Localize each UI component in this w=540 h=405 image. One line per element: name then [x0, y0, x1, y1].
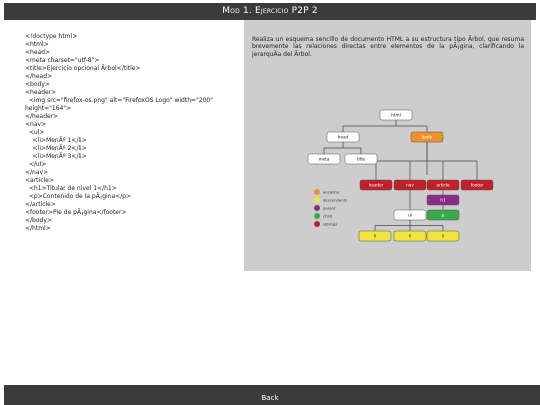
tree-node-header: header: [359, 179, 393, 191]
legend-item: siblings: [314, 221, 337, 227]
code-line: </nav>: [25, 169, 49, 176]
code-line: <html>: [25, 41, 49, 48]
tree-node-label: article: [436, 183, 450, 188]
code-line: <li>MenÃº 3</li>: [25, 153, 87, 160]
tree-node-article: article: [426, 179, 460, 191]
code-line: <article>: [25, 177, 54, 184]
back-button[interactable]: Back: [261, 394, 279, 402]
code-line: <body>: [25, 81, 50, 88]
code-line: <h1>Titular de nivel 1</h1>: [25, 185, 117, 192]
tree-node-label: ul: [408, 213, 412, 218]
code-line: <img src="firefox-os.png" alt="FirefoxOS…: [25, 97, 214, 104]
tree-node-li2: li: [393, 230, 427, 242]
tree-node-head: head: [326, 131, 360, 143]
legend-label: siblings: [323, 221, 337, 226]
code-line: </html>: [25, 225, 51, 232]
tree-node-nav: nav: [393, 179, 427, 191]
tree-node-label: html: [391, 113, 401, 118]
code-line: <header>: [25, 89, 57, 96]
tree-node-li1: li: [358, 230, 392, 242]
tree-node-li3: li: [426, 230, 460, 242]
tree-node-title: title: [344, 153, 378, 165]
legend-swatch: [314, 221, 320, 227]
code-line: </ul>: [25, 161, 47, 168]
legend-swatch: [314, 205, 320, 211]
code-line: <p>Contenido de la pÃ¡gina</p>: [25, 193, 132, 200]
tree-node-p: p: [426, 209, 460, 221]
legend-item: child: [314, 213, 333, 219]
code-line: </header>: [25, 113, 59, 120]
tree-node-label: li: [442, 234, 444, 239]
tree-node-label: title: [357, 157, 366, 162]
tree-node-label: body: [422, 135, 433, 140]
legend-item: parent: [314, 205, 336, 211]
code-line: <head>: [25, 49, 51, 56]
code-line: <ul>: [25, 129, 45, 136]
tree-node-label: li: [409, 234, 411, 239]
tree-node-label: header: [369, 183, 384, 188]
tree-node-label: p: [442, 213, 445, 218]
legend-label: ancestor: [323, 189, 340, 194]
tree-node-label: li: [374, 234, 376, 239]
legend-item: ancestor: [314, 189, 340, 195]
legend-label: descendants: [323, 197, 347, 202]
code-line: <footer>Pie de pÃ¡gina</footer>: [25, 209, 127, 216]
code-line: <meta charset="utf-8">: [25, 57, 100, 64]
bottom-bar: [4, 385, 540, 405]
legend-swatch: [314, 189, 320, 195]
code-line: </body>: [25, 217, 52, 224]
title-prefix: Mod: [222, 6, 240, 16]
tree-node-h1: h1: [426, 194, 460, 206]
tree-node-label: footer: [471, 183, 484, 188]
legend-label: child: [323, 213, 333, 218]
exercise-description: Realiza un esquema sencillo de documento…: [252, 36, 524, 58]
tree-node-html: html: [379, 109, 413, 121]
legend-swatch: [314, 197, 320, 203]
tree-node-label: head: [338, 135, 349, 140]
tree-node-footer: footer: [460, 179, 494, 191]
code-line: <title>Ejercicio opcional Ãrbol</title>: [25, 65, 141, 72]
code-line: <li>MenÃº 2</li>: [25, 145, 87, 152]
tree-node-body: body: [410, 131, 444, 143]
code-line: </article>: [25, 201, 56, 208]
legend-label: parent: [323, 205, 336, 210]
tree-node-label: h1: [440, 198, 446, 203]
legend-item: descendants: [314, 197, 347, 203]
dom-tree-diagram: html head body meta title header nav article foo…: [307, 109, 494, 242]
code-line: height="164">: [25, 105, 72, 112]
tree-node-meta: meta: [307, 153, 341, 165]
code-line: <nav>: [25, 121, 47, 128]
legend-swatch: [314, 213, 320, 219]
code-line: <li>MenÃº 1</li>: [25, 137, 87, 144]
html-code-listing: <!doctype html><html><head><meta charset…: [25, 33, 240, 233]
code-line: </head>: [25, 73, 53, 80]
tree-panel: Realiza un esquema sencillo de documento…: [244, 20, 531, 271]
tree-node-ul: ul: [393, 209, 427, 221]
title-text: 1. Ejercicio P2P 2: [242, 6, 318, 16]
title-bar: Mod 1. Ejercicio P2P 2: [4, 3, 536, 20]
tree-node-label: nav: [406, 183, 414, 188]
tree-node-label: meta: [319, 157, 330, 162]
code-line: <!doctype html>: [25, 33, 78, 40]
